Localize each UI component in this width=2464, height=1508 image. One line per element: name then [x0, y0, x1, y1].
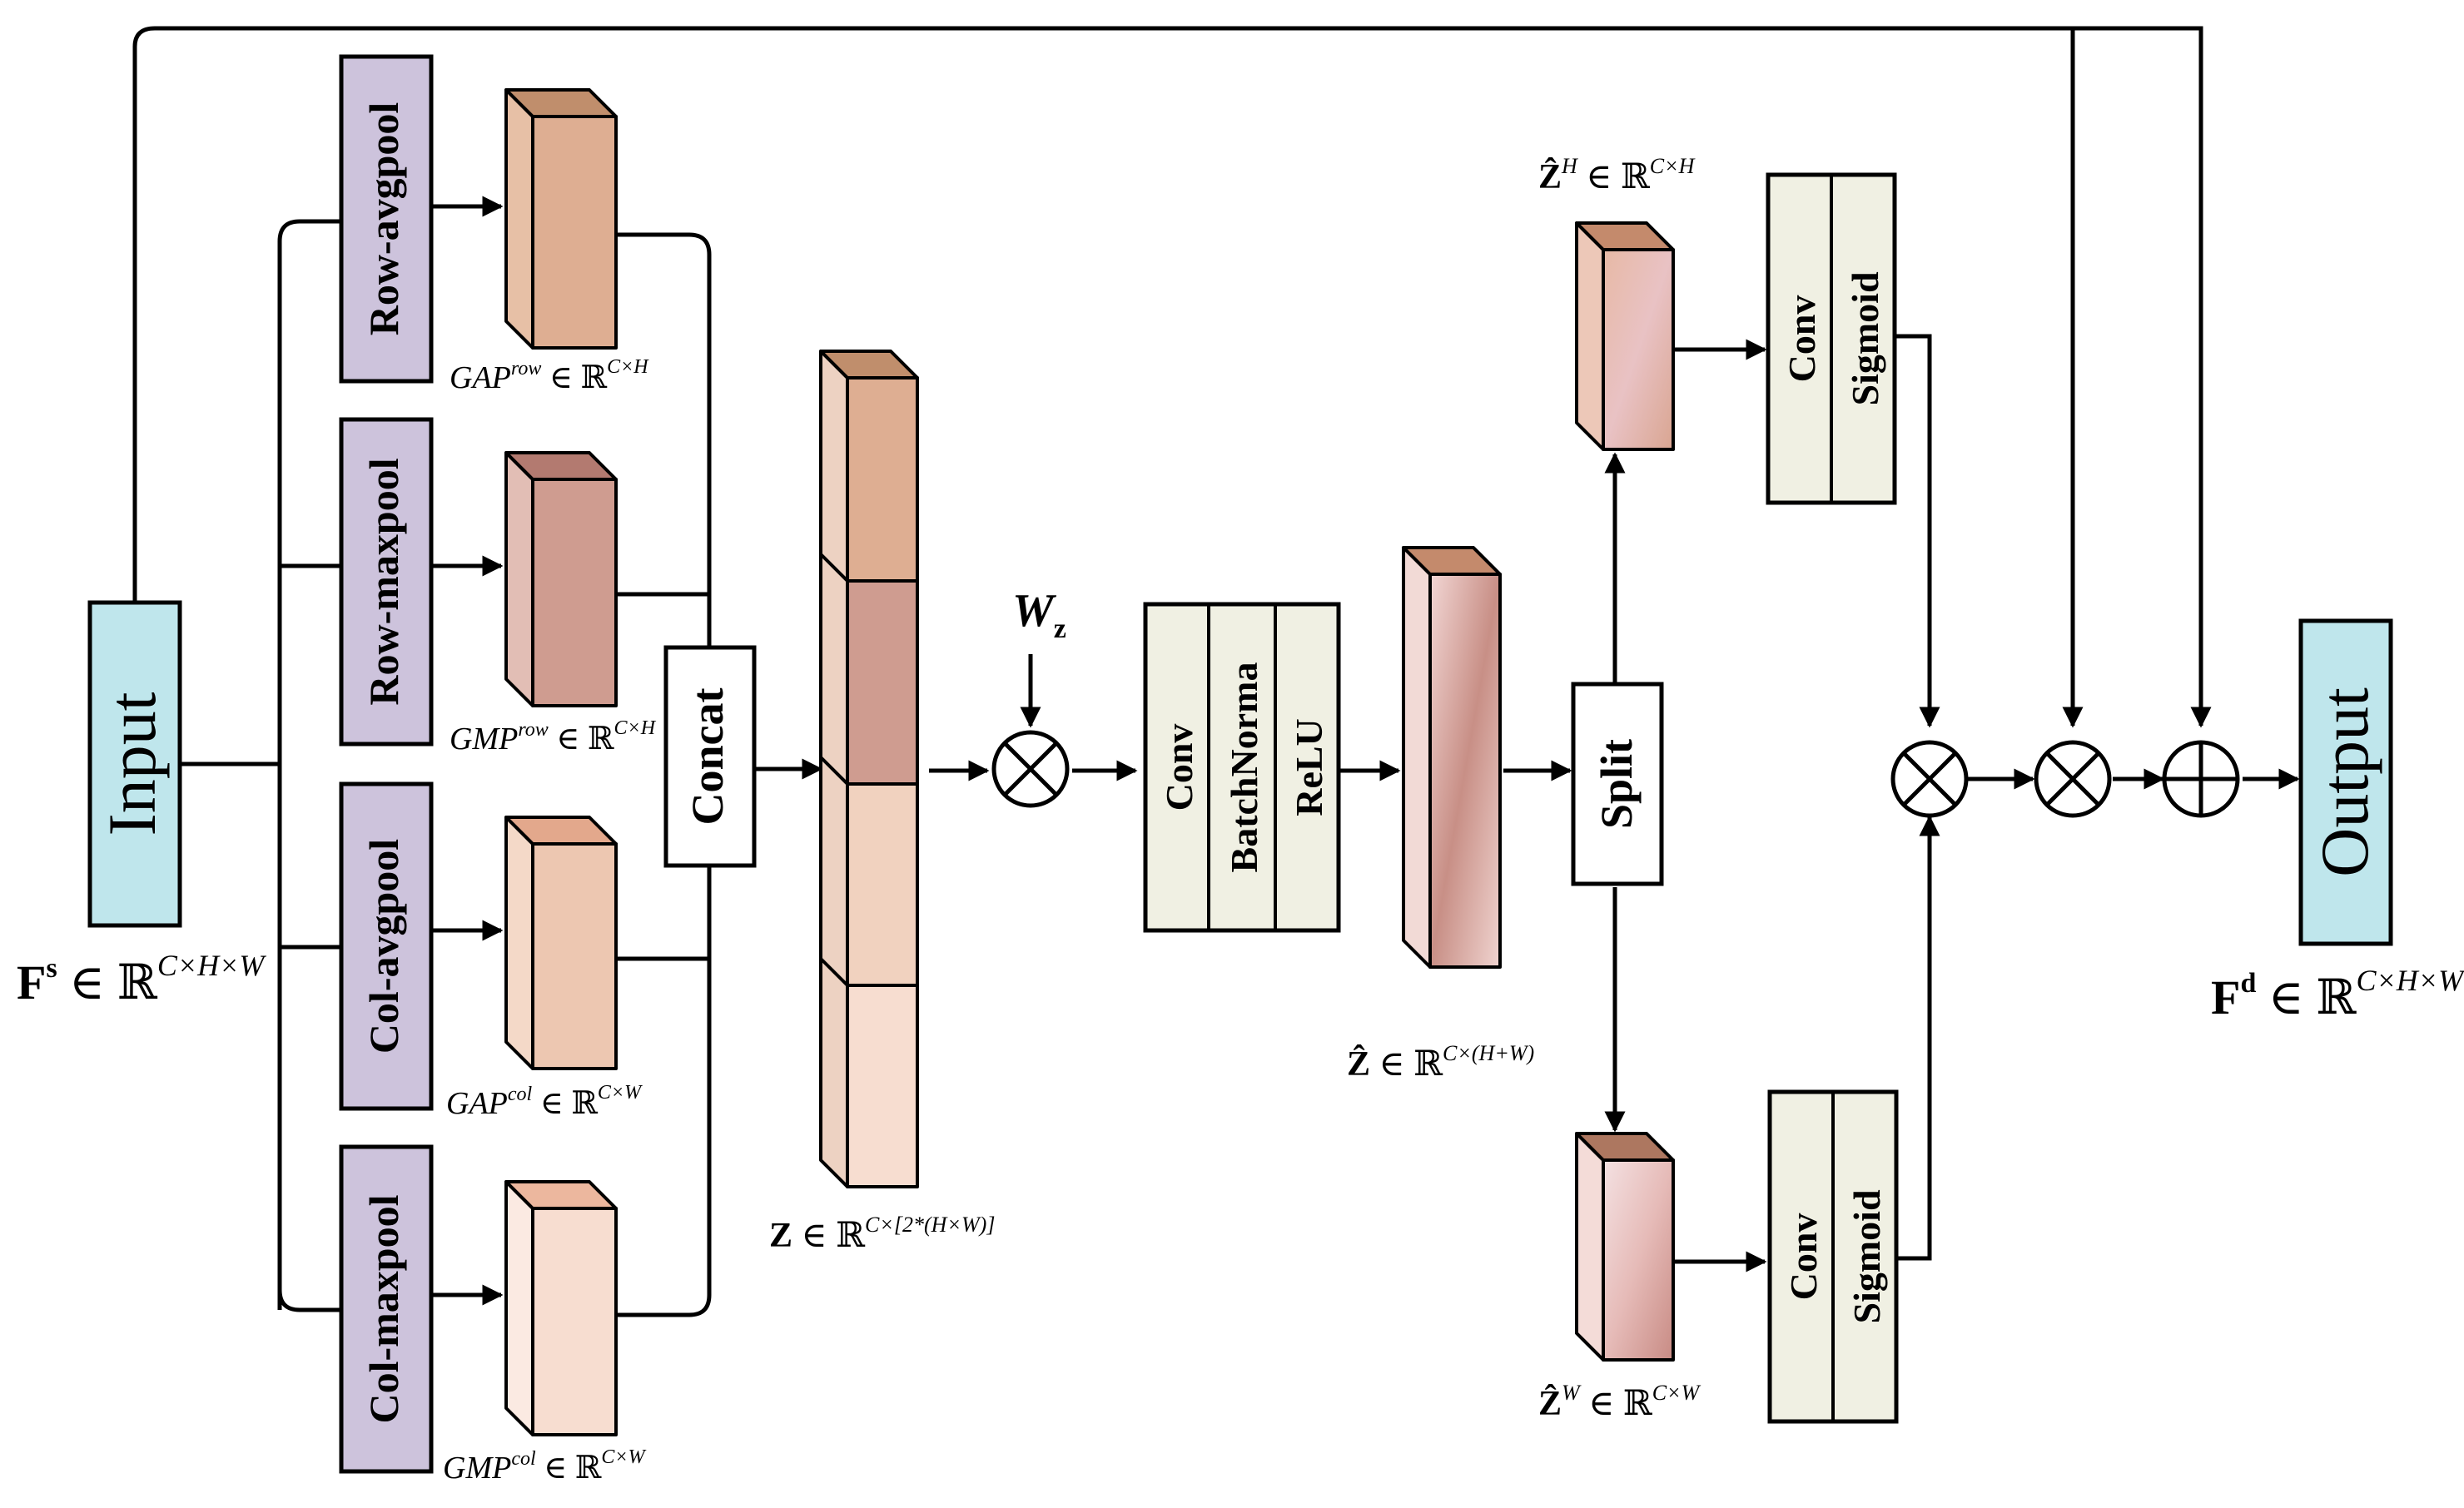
- label-zhat-h: ẐH ∈ ℝC×H: [1538, 154, 1696, 196]
- label-gap-row: GAProw ∈ ℝC×H: [450, 356, 649, 395]
- arrow-sig-top-to-multiply: [1895, 334, 1940, 728]
- cube-zhat: [1402, 546, 1502, 969]
- svg-text:Conv: Conv: [1781, 295, 1823, 383]
- svg-text:GAProw ∈ ℝC×H: GAProw ∈ ℝC×H: [450, 356, 649, 395]
- z-stack: [819, 350, 919, 1188]
- svg-text:Fs ∈ ℝC×H×W: Fs ∈ ℝC×H×W: [17, 949, 266, 1009]
- input-block: Input: [87, 600, 182, 928]
- z-segment-gmp-row: [846, 579, 919, 786]
- svg-text:GMProw ∈ ℝC×H: GMProw ∈ ℝC×H: [450, 717, 657, 756]
- svg-text:Concat: Concat: [683, 687, 733, 825]
- label-fs: Fs ∈ ℝC×H×W: [17, 949, 266, 1009]
- label-wz: Wz: [1012, 585, 1066, 644]
- pool-row-avgpool: Row-avgpool: [339, 54, 434, 384]
- svg-text:ẐH ∈ ℝC×H: ẐH ∈ ℝC×H: [1538, 154, 1696, 196]
- connectors: [132, 26, 2300, 1317]
- cube-zhat-w: [1575, 1132, 1675, 1362]
- relu-label: ReLU: [1288, 718, 1330, 816]
- conv-label: Conv: [1158, 724, 1200, 811]
- svg-text:Sigmoid: Sigmoid: [1846, 1189, 1888, 1323]
- batchnorm-label: BatchNorma: [1223, 662, 1265, 873]
- svg-text:GMPcol ∈ ℝC×W: GMPcol ∈ ℝC×W: [443, 1446, 647, 1486]
- bus-to-col-maxpool: [277, 1289, 340, 1312]
- cube-gmp-col: [504, 1180, 618, 1436]
- cube-gmp-row: [504, 451, 618, 707]
- svg-text:Split: Split: [1592, 739, 1642, 829]
- label-gmp-row: GMProw ∈ ℝC×H: [450, 717, 657, 756]
- conv-sigmoid-bottom-block: Conv Sigmoid: [1767, 1089, 1899, 1424]
- conv-bn-relu-block: Conv BatchNorma ReLU: [1143, 602, 1341, 933]
- output-block: Output: [2298, 618, 2393, 946]
- pool-row-maxpool: Row-maxpool: [339, 417, 434, 747]
- svg-text:Col-maxpool: Col-maxpool: [360, 1194, 407, 1423]
- label-z: Z ∈ ℝC×[2*(H×W)]: [769, 1213, 995, 1255]
- svg-text:Sigmoid: Sigmoid: [1844, 271, 1886, 405]
- label-zhat-w: ẐW ∈ ℝC×W: [1538, 1381, 1701, 1423]
- cube-gap-row: [504, 88, 618, 350]
- cube-gap-col: [504, 816, 618, 1070]
- conv-sigmoid-top-block: Conv Sigmoid: [1766, 172, 1897, 505]
- multiply-operator-input: [2034, 740, 2112, 818]
- svg-text:Row-avgpool: Row-avgpool: [360, 102, 407, 336]
- svg-text:Row-maxpool: Row-maxpool: [360, 458, 407, 705]
- svg-text:Col-avgpool: Col-avgpool: [360, 839, 407, 1054]
- svg-text:GAPcol ∈ ℝC×W: GAPcol ∈ ℝC×W: [446, 1082, 643, 1121]
- svg-text:Z ∈ ℝC×[2*(H×W)]: Z ∈ ℝC×[2*(H×W)]: [769, 1213, 995, 1255]
- svg-text:Fd ∈ ℝC×H×W: Fd ∈ ℝC×H×W: [2211, 964, 2464, 1024]
- pool-col-maxpool: Col-maxpool: [339, 1144, 434, 1474]
- svg-text:ẐW ∈ ℝC×W: ẐW ∈ ℝC×W: [1538, 1381, 1701, 1423]
- svg-text:Conv: Conv: [1782, 1213, 1825, 1301]
- cube-zhat-h: [1575, 221, 1675, 451]
- split-block: Split: [1571, 682, 1664, 886]
- label-gap-col: GAPcol ∈ ℝC×W: [446, 1082, 643, 1121]
- multiply-operator-attention: [1890, 740, 1969, 818]
- svg-text:Ẑ ∈ ℝC×(H+W): Ẑ ∈ ℝC×(H+W): [1347, 1041, 1534, 1084]
- label-gmp-col: GMPcol ∈ ℝC×W: [443, 1446, 647, 1486]
- branch-bus-line: [277, 219, 340, 1310]
- arrow-sig-bottom-to-multiply: [1895, 815, 1940, 1261]
- svg-text:Wz: Wz: [1012, 585, 1066, 644]
- skip-line-top: [132, 26, 2212, 728]
- label-fd: Fd ∈ ℝC×H×W: [2211, 964, 2464, 1024]
- multiply-operator-wz: [991, 730, 1070, 808]
- z-segment-gmp-col: [846, 984, 919, 1188]
- input-label: Input: [94, 692, 170, 836]
- z-segment-gap-row: [846, 376, 919, 583]
- output-label: Output: [2307, 687, 2382, 877]
- concat-block: Concat: [663, 645, 757, 868]
- label-zhat: Ẑ ∈ ℝC×(H+W): [1347, 1041, 1534, 1084]
- z-segment-gap-col: [846, 782, 919, 987]
- pool-col-avgpool: Col-avgpool: [339, 781, 434, 1111]
- add-operator: [2162, 740, 2240, 818]
